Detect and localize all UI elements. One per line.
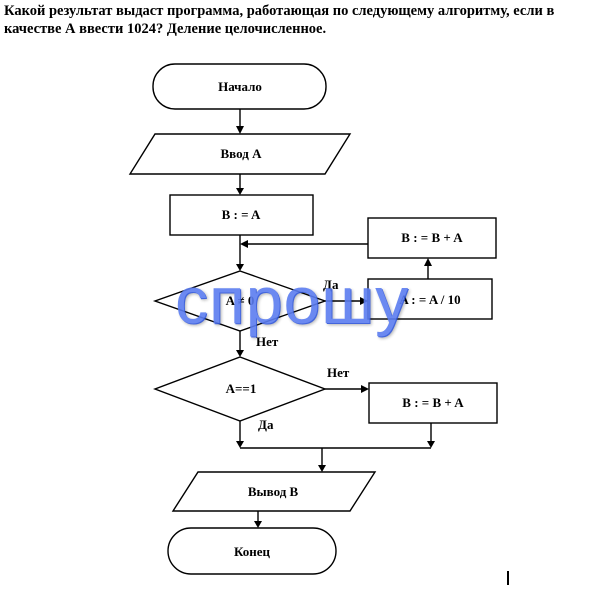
input-parallelogram: Ввод А [128, 133, 352, 175]
loop-no-label: Нет [256, 334, 279, 349]
end-label: Конец [234, 544, 271, 559]
loop-yes-label: Да [323, 277, 339, 292]
divide-process: A : = A / 10 [367, 278, 493, 320]
check-yes-label: Да [258, 417, 274, 432]
update-b-top-process: B : = B + A [367, 217, 497, 259]
end-terminator: Конец [167, 527, 337, 575]
update-b-right-process: B : = B + A [368, 382, 498, 424]
input-label: Ввод А [221, 146, 263, 161]
question-text: Какой результат выдаст программа, работа… [4, 3, 555, 37]
check-condition-diamond: А==1 [153, 356, 327, 422]
loop-condition-label: A ≠ 0 [226, 293, 255, 308]
check-no-label: Нет [327, 365, 350, 380]
assign-b-label: B : = A [222, 207, 261, 222]
divide-label: A : = A / 10 [399, 292, 460, 307]
start-terminator: Начало [152, 63, 327, 110]
assign-b-process: B : = A [169, 194, 314, 236]
output-parallelogram: Вывод В [171, 471, 377, 512]
check-condition-label: А==1 [226, 381, 257, 396]
text-cursor [507, 571, 509, 585]
watermark-logo: спрошу [175, 263, 410, 337]
update-b-right-label: B : = B + A [402, 395, 464, 410]
output-label: Вывод В [248, 484, 299, 499]
update-b-top-label: B : = B + A [401, 230, 463, 245]
start-label: Начало [218, 79, 262, 94]
